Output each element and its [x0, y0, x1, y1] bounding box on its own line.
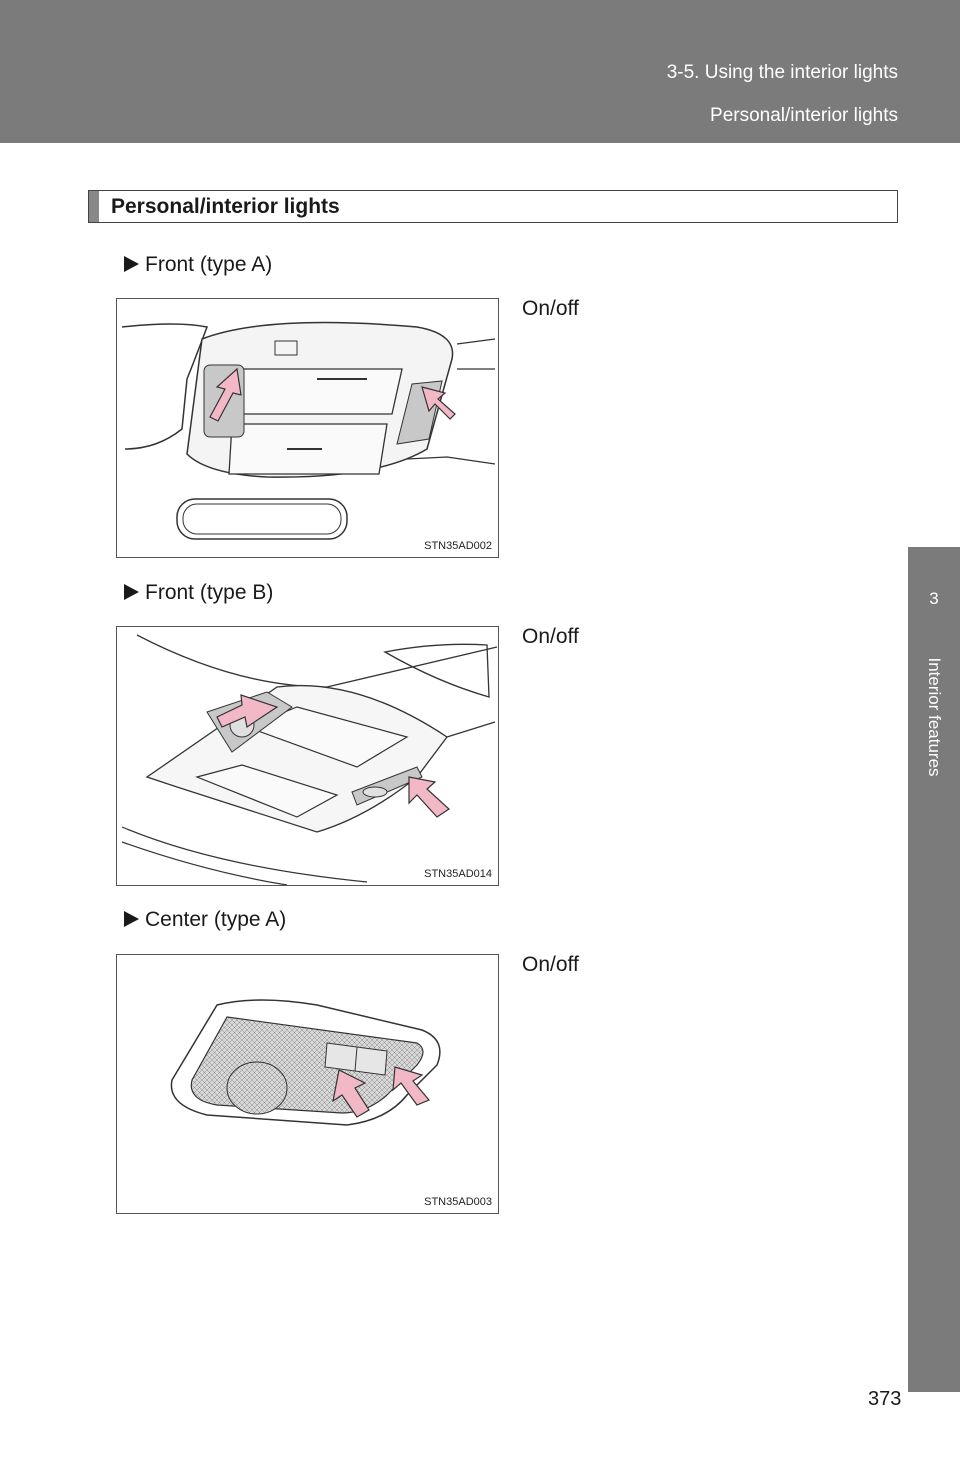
figure-center-type-a: STN35AD003 — [116, 954, 499, 1214]
pointer-triangle-icon — [124, 584, 139, 600]
front-type-a-illustration — [121, 321, 496, 540]
section-title-box: Personal/interior lights — [88, 190, 898, 223]
item-front-type-b: Front (type B) — [124, 581, 273, 605]
figure-front-type-b: STN35AD014 — [116, 626, 499, 886]
caption-on-off: On/off — [522, 297, 579, 320]
page-number: 373 — [868, 1388, 902, 1410]
chapter-label: Interior features — [925, 657, 944, 777]
figure-code: STN35AD003 — [424, 1196, 492, 1208]
pointer-triangle-icon — [124, 256, 139, 272]
chapter-tab: 3 Interior features — [908, 547, 960, 1392]
chapter-number: 3 — [929, 589, 939, 608]
figure-code: STN35AD002 — [424, 540, 492, 552]
center-type-a-illustration — [170, 999, 441, 1126]
header-band: 3-5. Using the interior lights Personal/… — [0, 0, 960, 143]
section-heading: 3-5. Using the interior lights — [666, 62, 898, 83]
caption-on-off: On/off — [522, 625, 579, 648]
figure-code: STN35AD014 — [424, 868, 492, 880]
pointer-triangle-icon — [124, 911, 139, 927]
item-label: Center (type A) — [145, 908, 287, 931]
caption-on-off: On/off — [522, 953, 579, 976]
item-center-type-a: Center (type A) — [124, 908, 286, 932]
figure-front-type-a: STN35AD002 — [116, 298, 499, 558]
front-type-b-illustration — [121, 634, 498, 885]
item-front-type-a: Front (type A) — [124, 253, 272, 277]
page-subtitle: Personal/interior lights — [710, 105, 898, 126]
item-label: Front (type A) — [145, 253, 273, 276]
section-title: Personal/interior lights — [111, 195, 340, 218]
section-title-bar — [89, 191, 99, 222]
item-label: Front (type B) — [145, 581, 274, 604]
